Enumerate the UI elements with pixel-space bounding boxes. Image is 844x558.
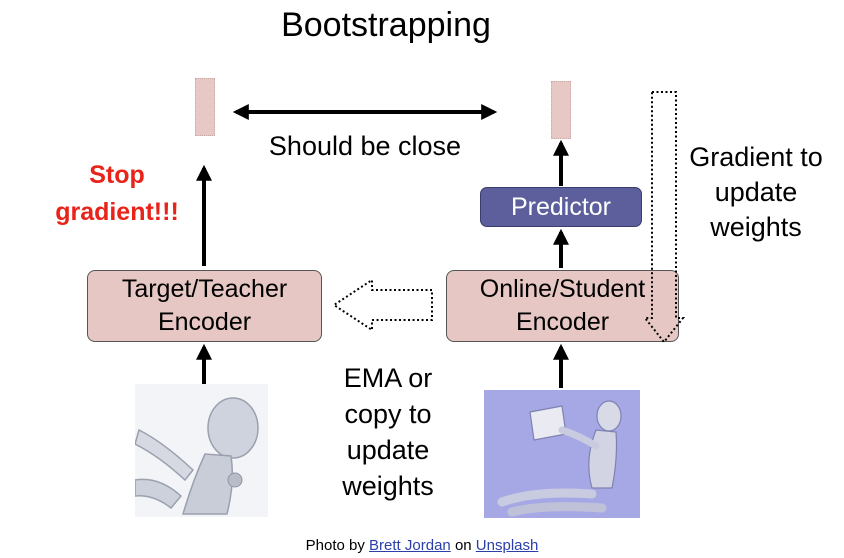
should-be-close-label: Should be close	[268, 131, 462, 161]
credit-prefix: Photo by	[305, 537, 365, 554]
ema-line4: weights	[342, 471, 434, 501]
credit-middle: on	[454, 537, 472, 554]
credit-author-link[interactable]: Brett Jordan	[369, 537, 451, 554]
ema-label: EMA or copy to update weights	[320, 360, 456, 504]
online-embedding	[551, 81, 571, 139]
predictor-label: Predictor	[510, 192, 612, 221]
ema-line3: update	[346, 435, 430, 465]
target-encoder-box: Target/Teacher Encoder	[87, 270, 322, 342]
credit-site-link[interactable]: Unsplash	[475, 537, 539, 554]
figure-sketch-left	[135, 397, 259, 515]
figure-sketch-right	[497, 400, 622, 517]
ema-line1: EMA or	[343, 363, 433, 393]
stop-gradient-line2: gradient!!!	[55, 198, 179, 226]
gradient-update-label: Gradient to update weights	[680, 140, 832, 245]
stop-gradient-line1: Stop	[89, 161, 145, 189]
ema-line2: copy to	[344, 399, 432, 429]
online-encoder-line2: Encoder	[515, 308, 610, 336]
target-input-photo	[135, 384, 268, 517]
target-embedding	[195, 78, 215, 136]
online-encoder-line1: Online/Student	[479, 275, 646, 303]
ema-copy-arrow	[332, 278, 433, 332]
target-encoder-line1: Target/Teacher	[121, 275, 288, 303]
predictor-box: Predictor	[480, 187, 642, 227]
photo-credit: Photo by Brett Jordan on Unsplash	[0, 537, 844, 554]
stop-gradient-label: Stop gradient!!!	[52, 157, 182, 231]
diagram-title: Bootstrapping	[281, 6, 491, 44]
online-encoder-box: Online/Student Encoder	[446, 270, 679, 342]
gradient-line2: update	[714, 177, 798, 207]
gradient-line1: Gradient to	[689, 142, 823, 172]
online-input-photo	[484, 390, 640, 518]
gradient-update-arrow	[642, 91, 686, 344]
target-encoder-line2: Encoder	[157, 308, 252, 336]
gradient-line3: weights	[710, 212, 802, 242]
